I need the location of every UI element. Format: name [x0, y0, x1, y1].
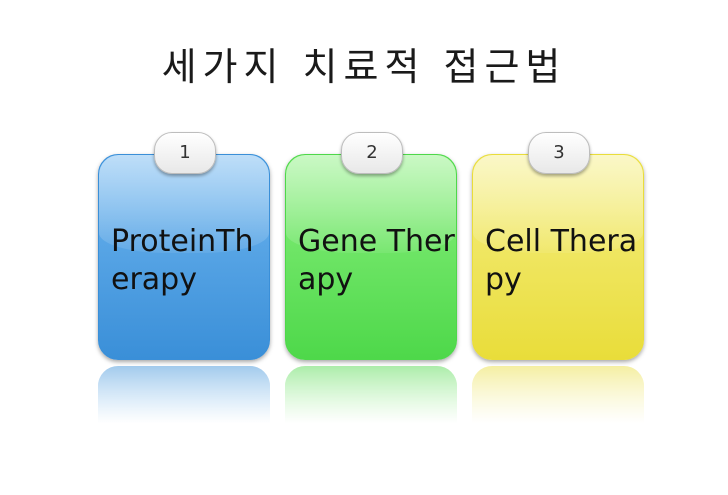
step-card-1: ProteinTherapy 1 [98, 132, 270, 432]
card-body: Cell Therapy [472, 154, 644, 360]
step-card-2: Gene Therapy 2 [285, 132, 457, 432]
card-reflection [285, 366, 457, 426]
card-label: Cell Therapy [485, 224, 638, 297]
card-reflection [472, 366, 644, 426]
step-number-badge: 2 [341, 132, 403, 174]
step-number-badge: 1 [154, 132, 216, 174]
card-body: ProteinTherapy [98, 154, 270, 360]
step-number-badge: 3 [528, 132, 590, 174]
card-reflection [98, 366, 270, 426]
card-label: ProteinTherapy [111, 224, 254, 297]
page-title: 세가지 치료적 접근법 [161, 45, 567, 89]
card-body: Gene Therapy [285, 154, 457, 360]
step-card-3: Cell Therapy 3 [472, 132, 644, 432]
card-label: Gene Therapy [298, 224, 455, 297]
